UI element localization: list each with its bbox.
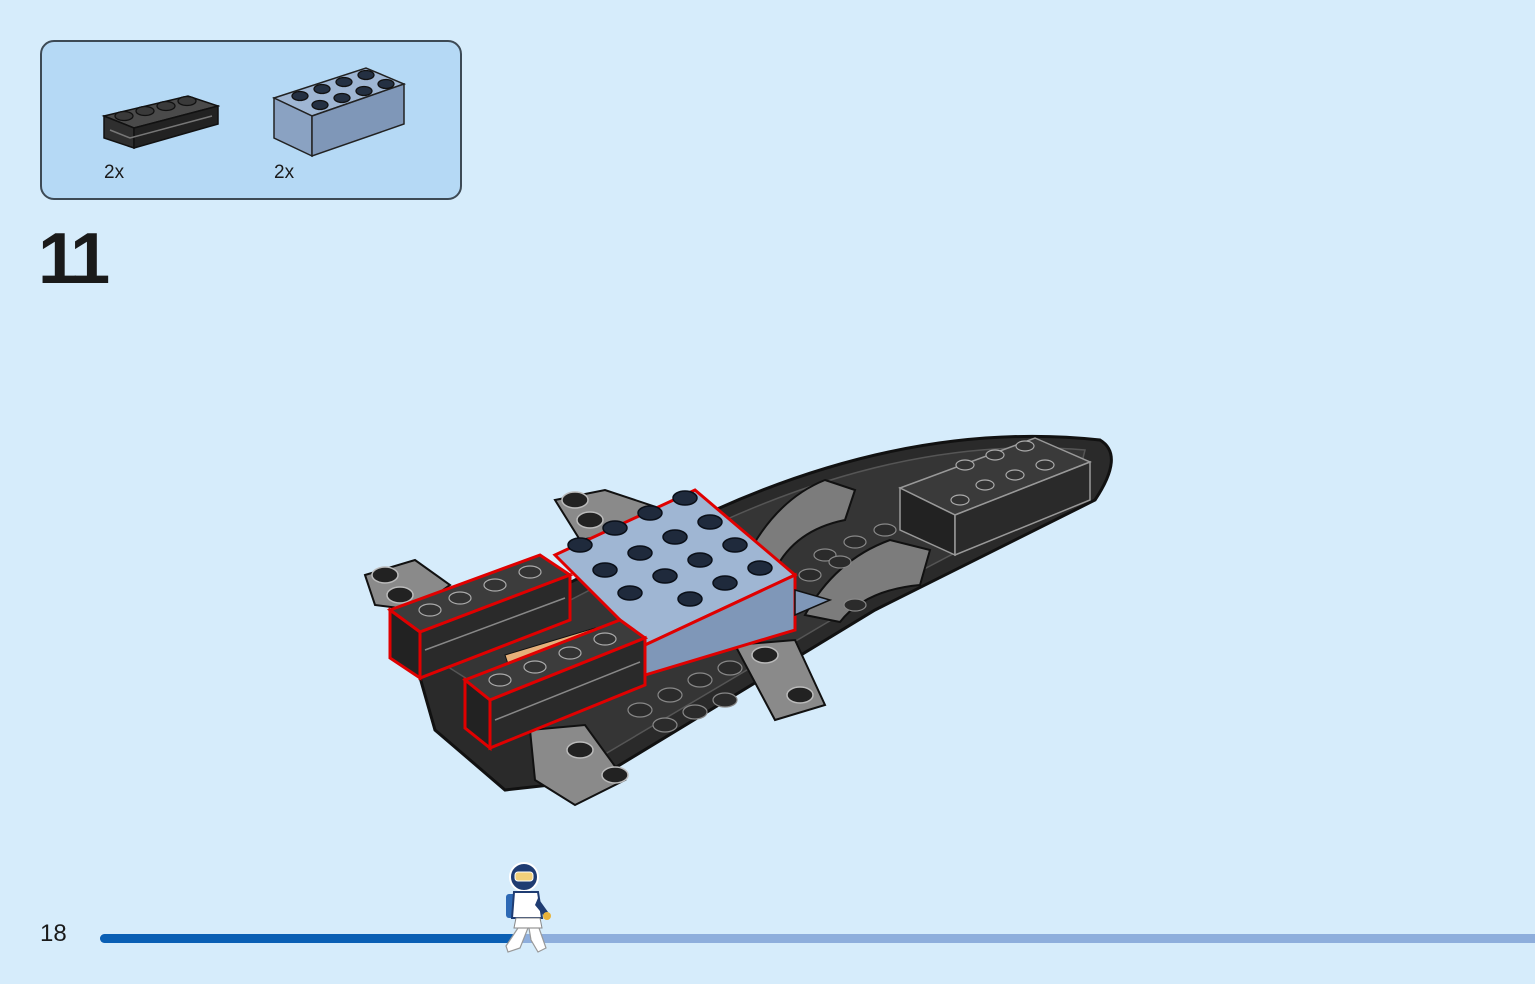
black-grooved-brick-icon: [101, 95, 220, 150]
parts-callout-box: 2x 2x: [40, 40, 462, 200]
step-number: 11: [38, 219, 110, 299]
part-quantity-2: 2x: [274, 162, 295, 183]
sand-blue-brick-icon: [271, 67, 407, 158]
model-illustration: [355, 410, 1125, 825]
progress-bar-fill: [100, 934, 517, 943]
boat-model-icon: [363, 434, 1113, 807]
part-black-grooved-brick: [100, 72, 220, 152]
part-sand-blue-brick: [270, 60, 410, 160]
page-number: 18: [40, 920, 67, 947]
minifigure-astronaut-icon: [498, 860, 558, 965]
progress-bar: [100, 934, 1535, 943]
part-quantity-1: 2x: [104, 162, 125, 183]
